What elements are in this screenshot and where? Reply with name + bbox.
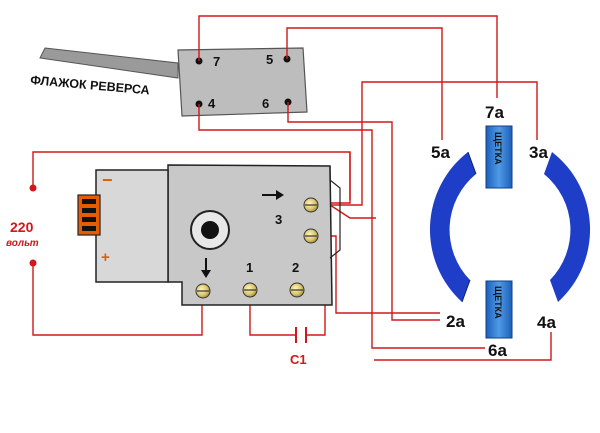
stator-coil-left: [429, 151, 477, 303]
pin-5-label: 5: [266, 52, 273, 67]
terminal-7a: 7а: [485, 103, 504, 122]
terminal-screws: [195, 197, 319, 299]
brush-top: [485, 125, 513, 189]
stator-coil-right: [544, 152, 591, 302]
pin-7-label: 7: [213, 54, 220, 69]
reverse-flag-lever: [39, 47, 179, 79]
terminal-5a: 5а: [431, 143, 450, 162]
knob: [190, 210, 230, 250]
terminal-2a: 2а: [446, 312, 465, 331]
voltage-unit: вольт: [6, 238, 39, 249]
terminal-6a: 6а: [488, 341, 507, 360]
voltage-label: 220: [10, 219, 34, 235]
heating-element: [77, 194, 101, 236]
pin-6-label: 6: [262, 96, 269, 111]
plus-sign: +: [101, 249, 110, 266]
brush-top-label: ЩЕТКА: [493, 132, 503, 165]
terminal-4a: 4а: [537, 313, 556, 332]
arrow-down-icon: [201, 258, 211, 278]
capacitor-c1: [295, 327, 307, 343]
brush-bottom-label: ЩЕТКА: [493, 286, 503, 319]
wires: [32, 15, 552, 361]
reverse-flag-label: ФЛАЖОК РЕВЕРСА: [30, 73, 151, 97]
contact-3-label: 3: [275, 212, 282, 227]
reverse-switch: 7 5 4 6: [177, 47, 308, 117]
pin-4-label: 4: [208, 96, 216, 111]
contact-1-label: 1: [246, 260, 253, 275]
contact-2-label: 2: [292, 260, 299, 275]
terminal-3a: 3а: [529, 143, 548, 162]
minus-sign: −: [102, 170, 113, 190]
arrow-right-icon: [262, 190, 284, 200]
power-terminals: [29, 184, 37, 267]
brush-bottom: [485, 280, 513, 339]
capacitor-label: C1: [290, 352, 307, 367]
